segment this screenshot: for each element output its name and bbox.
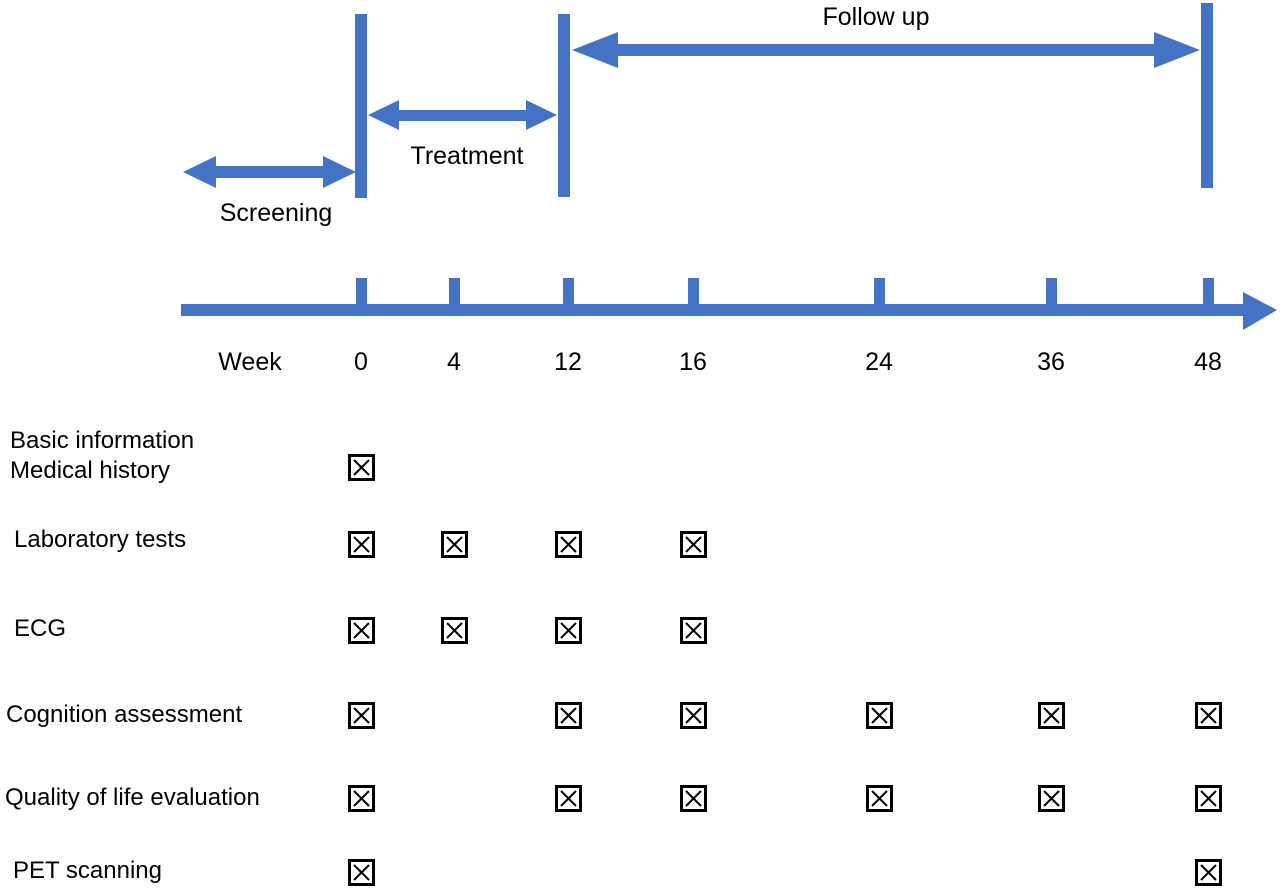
week-36-label: 36	[1037, 348, 1065, 376]
week-48-label: 48	[1194, 348, 1222, 376]
row-label-cognition-assessment: Cognition assessment	[6, 701, 243, 728]
x-checkbox-icon	[347, 530, 375, 558]
week48-boundary-bar	[1201, 3, 1213, 188]
x-checkbox-icon	[347, 858, 375, 886]
x-checkbox-icon	[865, 784, 893, 812]
row-label-pet-scanning: PET scanning	[13, 857, 162, 884]
week-24-tick	[873, 278, 885, 305]
x-checkbox-icon	[347, 701, 375, 729]
x-checkbox-icon	[679, 701, 707, 729]
x-checkbox-icon	[679, 784, 707, 812]
phase-label-treatment: Treatment	[410, 142, 524, 170]
phase-label-followup: Follow up	[822, 3, 930, 31]
axis-title-week: Week	[218, 348, 282, 376]
x-checkbox-icon	[554, 784, 582, 812]
week-16-tick	[687, 278, 699, 305]
x-checkbox-icon	[679, 530, 707, 558]
timeline-graphics	[181, 3, 1277, 330]
x-checkbox-icon	[865, 701, 893, 729]
x-checkbox-icon	[554, 701, 582, 729]
x-checkbox-icon	[554, 616, 582, 644]
row-label-basic-information: Basic information Medical history	[10, 427, 195, 484]
x-checkbox-icon	[679, 616, 707, 644]
followup-arrow	[572, 32, 1200, 68]
x-checkbox-icon	[440, 616, 468, 644]
row-label-ecg: ECG	[14, 615, 67, 642]
week0-boundary-bar	[355, 14, 367, 198]
week-12-tick	[562, 278, 574, 305]
screening-arrow	[183, 156, 356, 188]
week-36-tick	[1045, 278, 1057, 305]
week-axis-arrow	[181, 292, 1277, 330]
week-12-label: 12	[554, 348, 582, 376]
x-checkbox-icon	[347, 616, 375, 644]
row-label-quality-of-life-evaluation: Quality of life evaluation	[5, 784, 260, 811]
treatment-arrow	[368, 100, 557, 130]
x-checkbox-icon	[347, 784, 375, 812]
x-checkbox-icon	[1194, 858, 1222, 886]
x-checkbox-icon	[1037, 784, 1065, 812]
week-16-label: 16	[679, 348, 707, 376]
week-24-label: 24	[865, 348, 893, 376]
week-0-tick	[355, 278, 367, 305]
week-4-tick	[448, 278, 460, 305]
x-checkbox-icon	[1194, 701, 1222, 729]
week-48-tick	[1202, 278, 1214, 305]
phase-label-screening: Screening	[219, 199, 333, 227]
x-checkbox-icon	[440, 530, 468, 558]
week-4-label: 4	[447, 348, 461, 376]
week-0-label: 0	[354, 348, 368, 376]
x-checkbox-icon	[554, 530, 582, 558]
week12-boundary-bar	[558, 14, 570, 197]
x-checkbox-icon	[1194, 784, 1222, 812]
x-checkbox-icon	[347, 453, 375, 481]
x-checkbox-icon	[1037, 701, 1065, 729]
row-label-laboratory-tests: Laboratory tests	[14, 526, 187, 553]
